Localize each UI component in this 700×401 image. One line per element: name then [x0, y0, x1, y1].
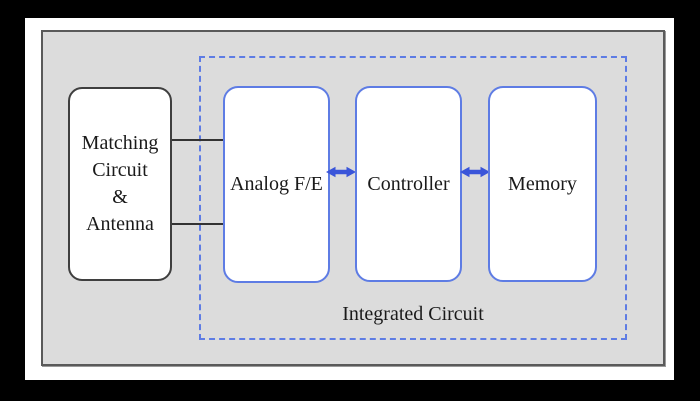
- controller-memory-bidirectional-arrow-icon: [460, 166, 490, 178]
- memory-block: Memory: [488, 86, 597, 282]
- integrated-circuit-group-outline: [199, 56, 627, 340]
- memory-label: Memory: [508, 172, 577, 195]
- analog-fe-label: Analog F/E: [230, 173, 323, 195]
- matching-circuit-antenna-label: Matching Circuit & Antenna: [82, 130, 159, 238]
- antenna-to-analog-wire-top: [172, 139, 223, 141]
- arrow-shape: [460, 166, 490, 178]
- matching-label-line-4: Antenna: [86, 213, 154, 235]
- matching-label-line-2: Circuit: [92, 159, 148, 181]
- controller-block: Controller: [355, 86, 462, 282]
- matching-label-line-3: &: [112, 186, 128, 208]
- analog-fe-block: Analog F/E: [223, 86, 330, 283]
- controller-label: Controller: [367, 172, 450, 195]
- integrated-circuit-label: Integrated Circuit: [342, 303, 484, 325]
- arrow-shape: [326, 166, 356, 178]
- matching-label-line-1: Matching: [81, 132, 159, 154]
- antenna-to-analog-wire-bottom: [172, 223, 223, 225]
- analog-controller-bidirectional-arrow-icon: [326, 166, 356, 178]
- matching-circuit-antenna-block: Matching Circuit & Antenna: [68, 87, 172, 281]
